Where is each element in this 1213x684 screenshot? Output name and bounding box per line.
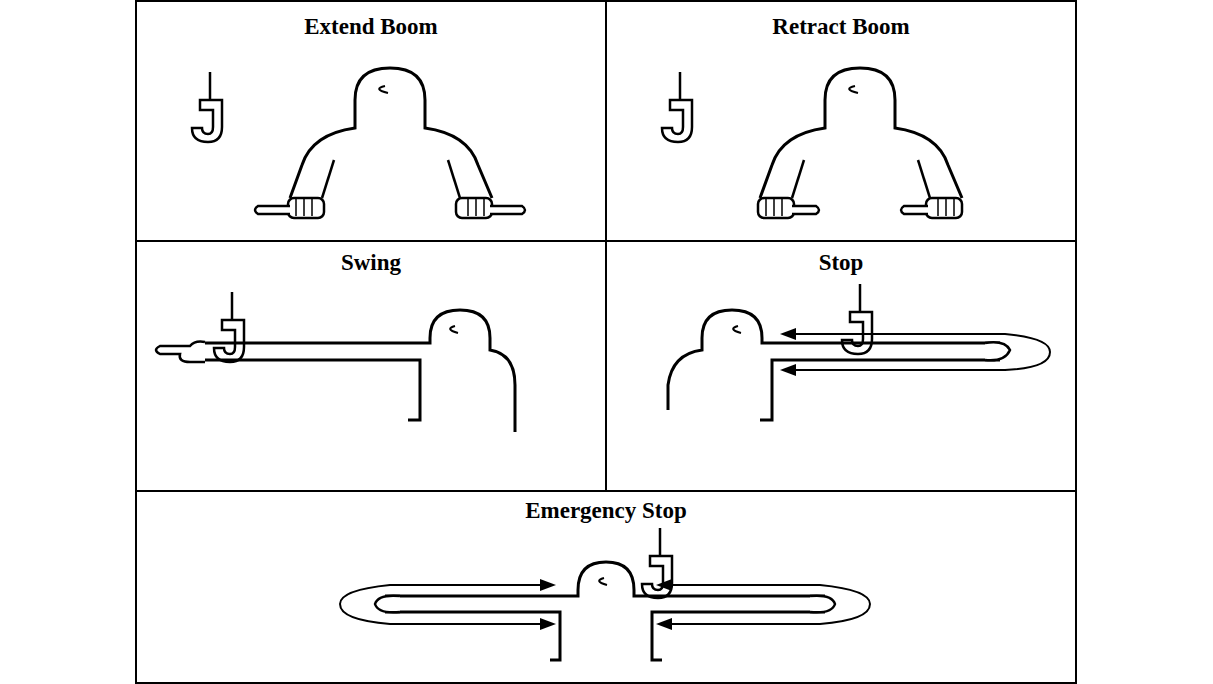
signal-heading: Retract Boom (772, 14, 909, 40)
signal-heading: Extend Boom (304, 14, 438, 40)
heading-row: Extend Boom (137, 14, 605, 40)
retract-boom-figure (662, 68, 962, 218)
emergency-stop-figure (340, 528, 870, 660)
stop-figure (668, 284, 1050, 420)
signal-heading: Swing (341, 250, 401, 276)
signal-heading: Emergency Stop (525, 498, 687, 524)
extend-boom-panel: Extend Boom (135, 0, 607, 242)
swing-figure (156, 292, 515, 432)
heading-row: Stop (607, 250, 1075, 276)
heading-row: Emergency Stop (137, 498, 1075, 524)
heading-row: Swing (137, 250, 605, 276)
extend-boom-figure (192, 68, 525, 218)
emergency-stop-panel: Emergency Stop (135, 490, 1077, 684)
retract-boom-panel: Retract Boom (605, 0, 1077, 242)
swing-panel: Swing (135, 240, 607, 492)
signal-heading: Stop (819, 250, 864, 276)
stop-panel: Stop (605, 240, 1077, 492)
heading-row: Retract Boom (607, 14, 1075, 40)
